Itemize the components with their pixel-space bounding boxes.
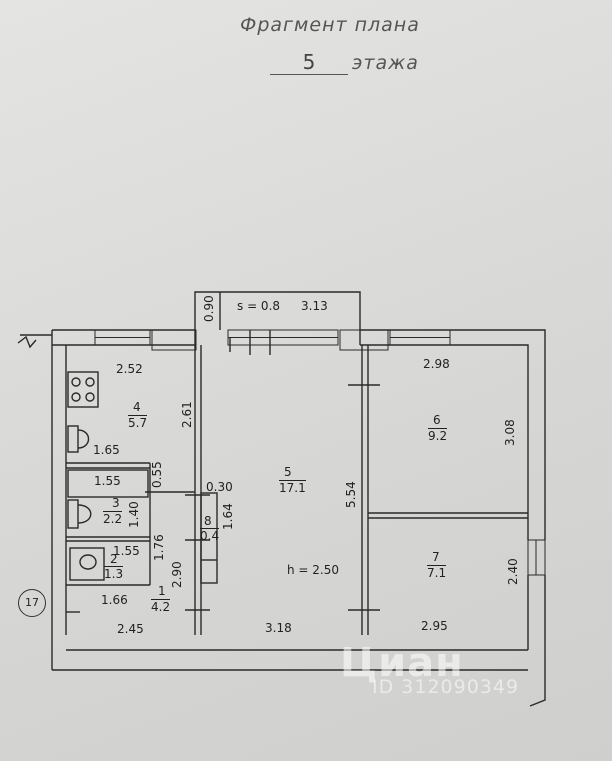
room-7-number: 7	[432, 550, 440, 564]
room-3-number: 3	[112, 496, 120, 510]
dim-balcony-width: 0.90	[202, 295, 216, 322]
dim-2-95: 2.95	[421, 619, 448, 633]
room-4-number: 4	[133, 400, 141, 414]
window	[339, 329, 389, 351]
room-1-area: 4.2	[151, 599, 171, 614]
dim-2-61: 2.61	[180, 401, 194, 428]
section-marker: 17	[18, 589, 46, 617]
stove	[67, 371, 99, 408]
room-8-area: 0.4	[200, 528, 220, 543]
dim-balcony-length: 3.13	[301, 299, 328, 313]
dim-2-52: 2.52	[116, 362, 143, 376]
plan-title: Фрагмент плана	[240, 14, 420, 36]
ceiling-height: h = 2.50	[287, 563, 340, 577]
wall-break	[17, 335, 37, 349]
room-2-number: 2	[110, 552, 118, 566]
toilet-bowl	[77, 504, 92, 524]
toilet-tank	[69, 547, 105, 581]
dim-2-40: 2.40	[506, 558, 520, 585]
balcony-outline	[194, 291, 361, 345]
room-8-number: 8	[204, 514, 212, 528]
watermark-brand: Циан	[340, 640, 464, 686]
dim-0-55: 0.55	[150, 461, 164, 488]
bathtub	[67, 469, 149, 498]
room-7-area: 7.1	[427, 565, 447, 580]
floor-word: этажа	[352, 52, 419, 74]
room-5-number: 5	[284, 465, 292, 479]
dim-1-66: 1.66	[101, 593, 128, 607]
floor-number: 5	[270, 50, 348, 75]
room-4-area: 5.7	[128, 415, 148, 430]
room-2-area: 1.3	[104, 566, 124, 581]
dim-1-40: 1.40	[127, 501, 141, 528]
dim-1-76: 1.76	[152, 534, 166, 561]
dim-2-90: 2.90	[170, 561, 184, 588]
toilet-tank	[67, 499, 79, 529]
watermark-id: ID 312090349	[372, 676, 520, 698]
dim-2-98: 2.98	[423, 357, 450, 371]
room-6-number: 6	[433, 413, 441, 427]
floor-caption: 5 этажа	[270, 50, 450, 80]
dim-3-18: 3.18	[265, 621, 292, 635]
dim-2-45: 2.45	[117, 622, 144, 636]
dim-3-08: 3.08	[503, 419, 517, 446]
dim-1-55-wc: 1.55	[113, 544, 140, 558]
dim-1-64: 1.64	[221, 503, 235, 530]
dim-1-65: 1.65	[93, 443, 120, 457]
room-5-area: 17.1	[279, 480, 306, 495]
balcony-area: s = 0.8	[237, 299, 281, 313]
window	[151, 329, 197, 351]
dim-1-55-bath: 1.55	[94, 474, 121, 488]
room-3-area: 2.2	[103, 511, 123, 526]
dim-5-54: 5.54	[344, 481, 358, 508]
closet	[200, 492, 218, 584]
room-1-number: 1	[158, 584, 166, 598]
outer-wall	[360, 329, 546, 540]
dim-0-30: 0.30	[206, 480, 233, 494]
room-6-area: 9.2	[428, 428, 448, 443]
sink	[67, 425, 79, 453]
outer-wall	[529, 575, 546, 707]
